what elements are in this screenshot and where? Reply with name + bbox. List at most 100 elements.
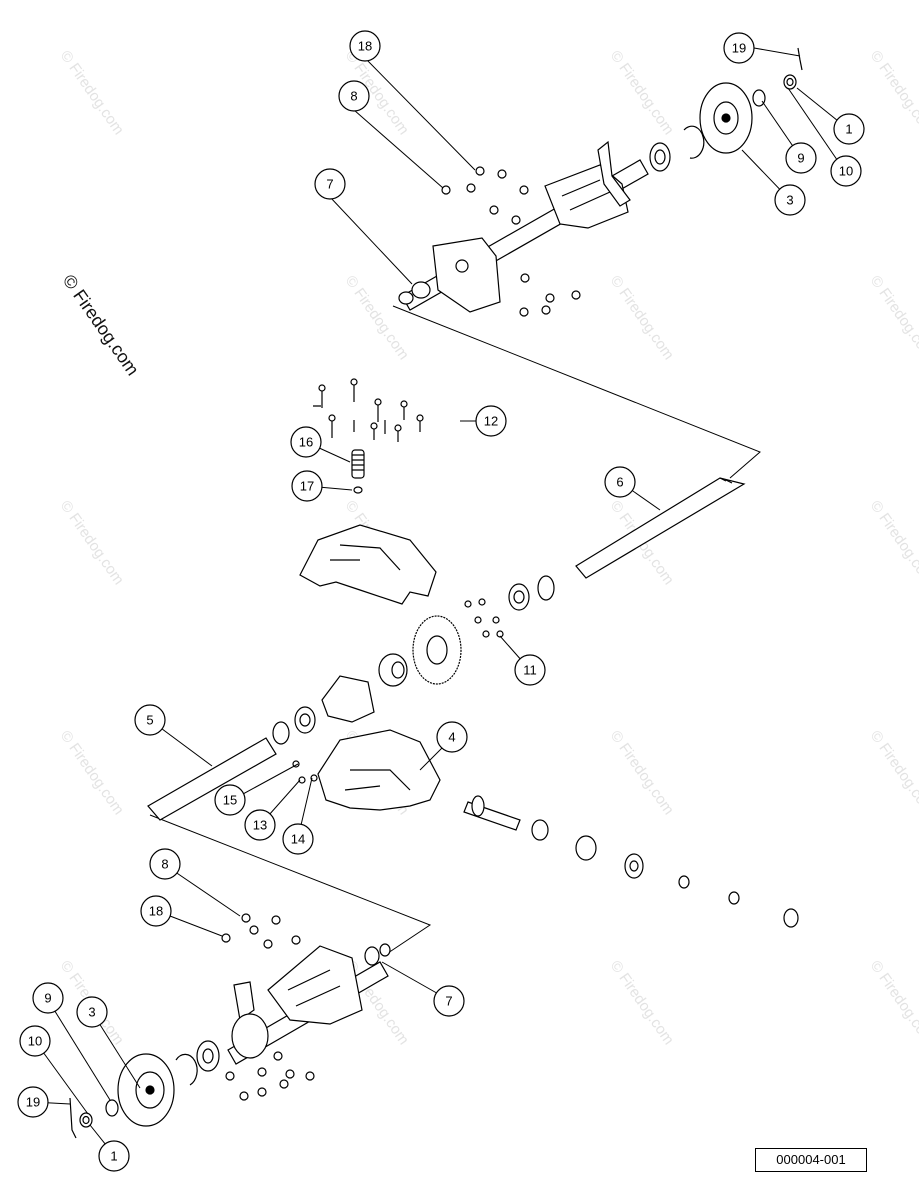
watermark-text: © Firedog.com bbox=[867, 498, 919, 589]
callout-label: 19 bbox=[26, 1095, 40, 1110]
snap-ring bbox=[728, 891, 740, 905]
washer bbox=[783, 908, 799, 928]
callout-bubble: 1 bbox=[98, 1140, 130, 1172]
bearing-cup bbox=[231, 1013, 269, 1059]
fastener-group bbox=[441, 166, 581, 317]
callout-label: 10 bbox=[839, 164, 853, 179]
differential-case bbox=[321, 675, 375, 723]
flange bbox=[597, 140, 631, 207]
watermark-text: © Firedog.com bbox=[607, 273, 677, 364]
callout-bubble: 13 bbox=[244, 809, 276, 841]
callout-label: 18 bbox=[358, 39, 372, 54]
mounting-plate bbox=[432, 237, 501, 313]
callout-label: 12 bbox=[484, 414, 498, 429]
callout-label: 1 bbox=[845, 122, 852, 137]
plug bbox=[298, 776, 306, 784]
snap-ring bbox=[678, 875, 690, 889]
axle-shaft bbox=[575, 477, 746, 579]
callout-label: 1 bbox=[110, 1149, 117, 1164]
watermark-text: © Firedog.com bbox=[867, 273, 919, 364]
callout-bubble: 8 bbox=[149, 848, 181, 880]
callout-bubble: 11 bbox=[514, 654, 546, 686]
callout-label: 3 bbox=[786, 193, 793, 208]
axle-shaft bbox=[147, 737, 277, 821]
callout-bubble: 18 bbox=[140, 895, 172, 927]
callout-label: 7 bbox=[445, 994, 452, 1009]
watermark-text: © Firedog.com bbox=[342, 273, 412, 364]
callout-bubble: 9 bbox=[785, 142, 817, 174]
cotter-pin bbox=[797, 47, 803, 71]
callout-label: 9 bbox=[44, 991, 51, 1006]
seal bbox=[364, 946, 380, 966]
plug bbox=[310, 774, 318, 782]
snap-ring bbox=[175, 1053, 198, 1086]
callout-label: 18 bbox=[149, 904, 163, 919]
callout-label: 11 bbox=[523, 663, 537, 678]
callout-label: 6 bbox=[616, 475, 623, 490]
o-ring bbox=[531, 819, 549, 841]
callout-label: 8 bbox=[350, 89, 357, 104]
callout-label: 15 bbox=[223, 793, 237, 808]
callout-bubble: 19 bbox=[723, 32, 755, 64]
housing-bracket bbox=[267, 945, 363, 1025]
callout-label: 17 bbox=[300, 479, 314, 494]
watermark-text: © Firedog.com bbox=[57, 48, 127, 139]
watermark-text: © Firedog.com bbox=[607, 958, 677, 1049]
callout-bubble: 10 bbox=[19, 1025, 51, 1057]
callout-bubble: 1 bbox=[833, 113, 865, 145]
callout-bubble: 7 bbox=[433, 985, 465, 1017]
differential-assembly bbox=[147, 378, 799, 928]
bearing bbox=[575, 835, 597, 861]
callout-label: 19 bbox=[732, 41, 746, 56]
watermark-text: © Firedog.com bbox=[867, 48, 919, 139]
callout-label: 16 bbox=[299, 435, 313, 450]
callout-bubble: 15 bbox=[214, 784, 246, 816]
clip bbox=[353, 486, 363, 494]
bottom-axle-assembly bbox=[69, 913, 391, 1139]
callout-label: 8 bbox=[161, 857, 168, 872]
watermark-text: © Firedog.com bbox=[867, 728, 919, 819]
callout-bubble: 4 bbox=[436, 721, 468, 753]
callout-label: 9 bbox=[797, 151, 804, 166]
callout-bubble: 3 bbox=[774, 184, 806, 216]
cotter-pin bbox=[69, 1097, 77, 1139]
callout-label: 4 bbox=[448, 730, 455, 745]
callout-bubble: 17 bbox=[291, 470, 323, 502]
callout-label: 7 bbox=[326, 177, 333, 192]
plate-hole bbox=[455, 259, 469, 273]
callout-bubble: 18 bbox=[349, 30, 381, 62]
callout-label: 14 bbox=[291, 832, 305, 847]
spring bbox=[351, 449, 365, 479]
seal bbox=[411, 281, 431, 299]
fastener-group bbox=[464, 598, 504, 638]
callout-bubble: 16 bbox=[290, 426, 322, 458]
watermark-text: © Firedog.com bbox=[867, 958, 919, 1049]
document-id-box: 000004-001 bbox=[755, 1148, 867, 1172]
watermark-main: © Firedog.com bbox=[59, 271, 143, 379]
callout-label: 10 bbox=[28, 1034, 42, 1049]
callout-bubble: 7 bbox=[314, 168, 346, 200]
seal bbox=[272, 721, 290, 745]
top-axle-assembly bbox=[398, 47, 803, 317]
callout-bubble: 12 bbox=[475, 405, 507, 437]
fastener-group bbox=[221, 913, 315, 1101]
seal bbox=[537, 575, 555, 601]
callout-bubble: 10 bbox=[830, 155, 862, 187]
callout-label: 3 bbox=[88, 1005, 95, 1020]
callout-bubble: 5 bbox=[134, 704, 166, 736]
callout-bubble: 6 bbox=[604, 466, 636, 498]
washer bbox=[752, 89, 766, 107]
bolt-group bbox=[313, 378, 424, 442]
callout-label: 5 bbox=[146, 713, 153, 728]
callout-bubble: 8 bbox=[338, 80, 370, 112]
flange bbox=[233, 981, 255, 1022]
upper-housing bbox=[299, 524, 437, 605]
callout-bubbles: 18 8 7 19 1 9 10 3 12 16 17 6 11 5 4 15 … bbox=[17, 30, 865, 1172]
watermark-text: © Firedog.com bbox=[57, 498, 127, 589]
callout-bubble: 19 bbox=[17, 1086, 49, 1118]
watermark-text: © Firedog.com bbox=[607, 728, 677, 819]
callout-label: 13 bbox=[253, 818, 267, 833]
callout-bubble: 9 bbox=[32, 982, 64, 1014]
callout-bubble: 3 bbox=[76, 996, 108, 1028]
